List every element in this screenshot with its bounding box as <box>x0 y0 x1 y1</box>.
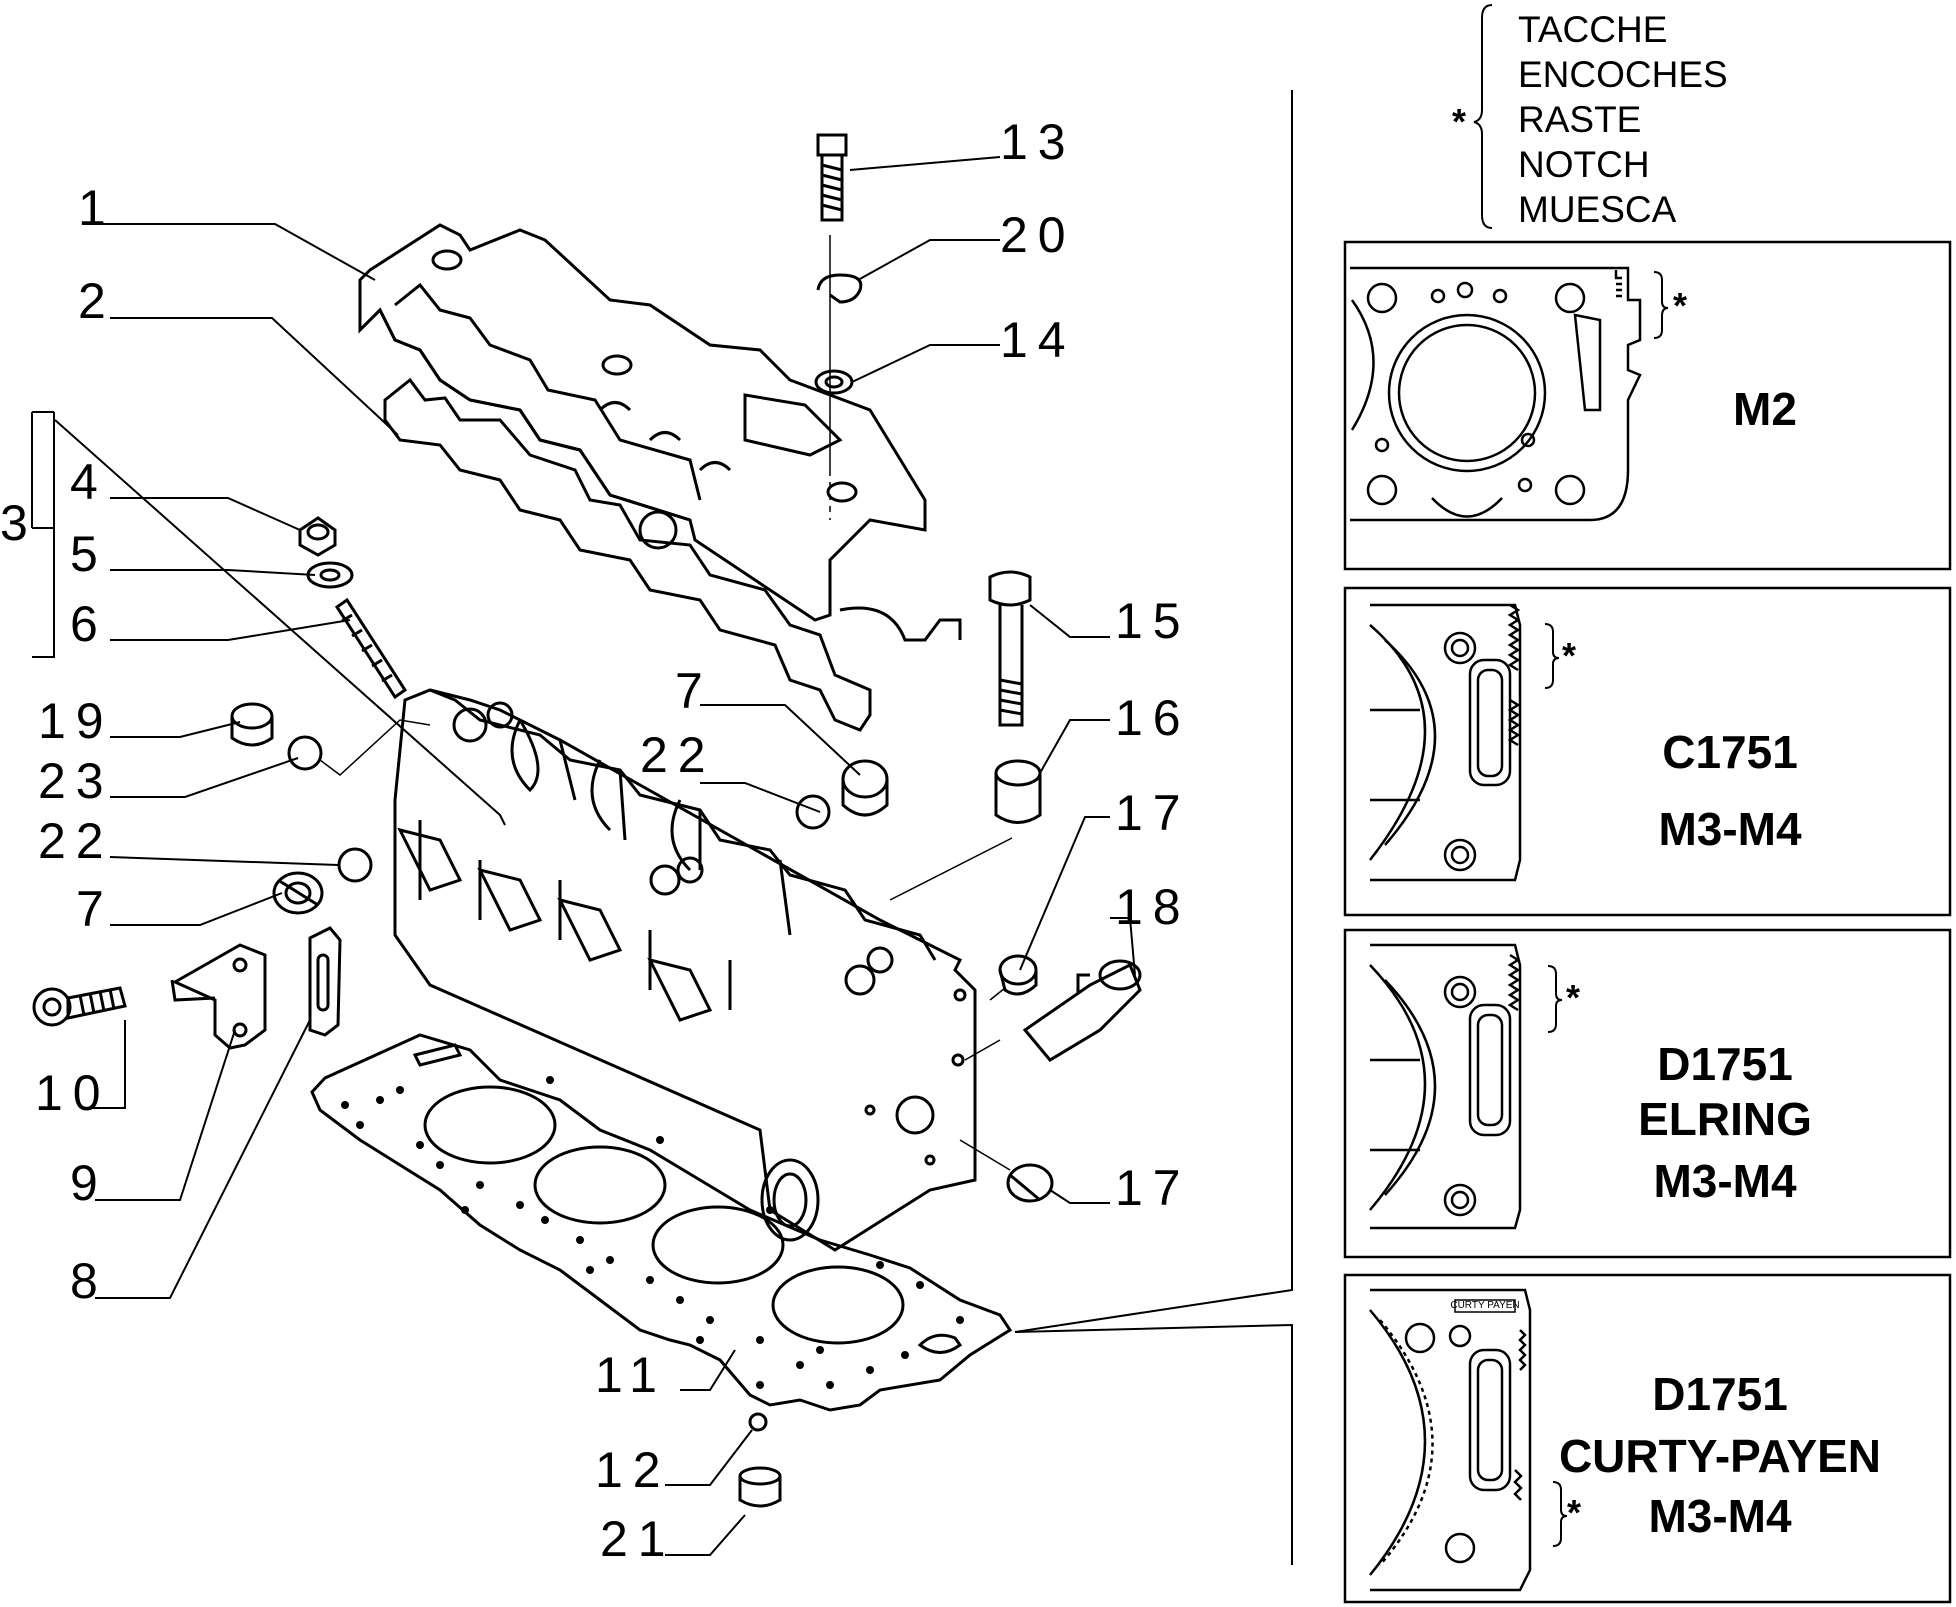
notch-term-de: RASTE <box>1518 99 1641 140</box>
callout-18: 18 <box>1115 879 1191 935</box>
alignment-lines <box>319 235 1013 1171</box>
callout-19: 19 <box>38 693 114 749</box>
panel-curty-label-3: M3-M4 <box>1648 1490 1792 1542</box>
notch-term-es: MUESCA <box>1518 189 1677 230</box>
callout-16: 16 <box>1115 690 1191 746</box>
gasket-outline-curty <box>1369 1288 1532 1592</box>
notch-legend: * TACCHE ENCOCHES RASTE NOTCH MUESCA <box>1452 4 1728 230</box>
callout-8: 8 <box>70 1253 108 1309</box>
callout-6: 6 <box>70 596 108 652</box>
callout-7a: 7 <box>76 881 114 937</box>
gasket-panel-c1751: * C1751 M3-M4 <box>1343 586 1952 917</box>
callout-14: 14 <box>1000 312 1076 368</box>
notch-term-it: TACCHE <box>1518 9 1667 50</box>
callout-10: 10 <box>35 1065 111 1121</box>
gasket-outline-c1751 <box>1369 603 1522 882</box>
callout-12: 12 <box>595 1442 671 1498</box>
gasket-panel-m2: * M2 <box>1343 240 1952 571</box>
callout-21: 21 <box>600 1511 676 1567</box>
cover-gasket <box>383 377 962 732</box>
panel-m2-label: M2 <box>1733 383 1797 435</box>
callout-22a: 22 <box>38 813 114 869</box>
notch-term-fr: ENCOCHES <box>1518 54 1728 95</box>
notch-term-en: NOTCH <box>1518 144 1650 185</box>
callout-labels: 1 2 3 4 5 6 19 23 22 7 10 9 8 11 12 21 1… <box>0 114 1191 1567</box>
curty-payen-stamp: CURTY PAYEN <box>1450 1300 1519 1311</box>
callout-17b: 17 <box>1115 1160 1191 1216</box>
panel-c1751-marker: * <box>1562 635 1576 676</box>
small-parts <box>32 133 1142 1508</box>
callout-4: 4 <box>70 454 108 510</box>
panel-m2-marker: * <box>1673 285 1687 326</box>
cylinder-head <box>393 688 977 1252</box>
gasket-panel-d1751-elring: * D1751 ELRING M3-M4 <box>1343 928 1952 1259</box>
callout-13: 13 <box>1000 114 1076 170</box>
gasket-outline-elring <box>1369 943 1522 1230</box>
callout-15: 15 <box>1115 593 1191 649</box>
callout-7b: 7 <box>675 663 713 719</box>
leader-lines <box>31 156 1136 1556</box>
valve-cover <box>358 223 927 622</box>
panel-curty-marker: * <box>1567 1492 1581 1533</box>
panel-elring-label-2: ELRING <box>1638 1093 1812 1145</box>
callout-1: 1 <box>78 180 116 236</box>
panel-elring-label-3: M3-M4 <box>1653 1155 1797 1207</box>
gasket-panel-d1751-curty-payen: CURTY PAYEN * D1751 CURTY-PAYEN M3-M4 <box>1343 1273 1952 1604</box>
notch-legend-marker: * <box>1452 101 1466 142</box>
variant-divider <box>1014 90 1293 1565</box>
callout-2: 2 <box>78 273 116 329</box>
callout-5: 5 <box>70 526 108 582</box>
callout-17a: 17 <box>1115 785 1191 841</box>
callout-20: 20 <box>1000 207 1076 263</box>
callout-9: 9 <box>70 1155 108 1211</box>
panel-elring-marker: * <box>1566 977 1580 1018</box>
callout-23: 23 <box>38 753 114 809</box>
panel-c1751-label-2: M3-M4 <box>1658 803 1802 855</box>
panel-curty-label-2: CURTY-PAYEN <box>1559 1430 1881 1482</box>
gasket-outline-m2 <box>1350 266 1642 522</box>
callout-3: 3 <box>0 495 38 551</box>
panel-curty-label-1: D1751 <box>1652 1368 1788 1420</box>
panel-c1751-label-1: C1751 <box>1662 726 1798 778</box>
panel-elring-label-1: D1751 <box>1657 1038 1793 1090</box>
callout-22b: 22 <box>640 727 716 783</box>
callout-11: 11 <box>595 1347 667 1403</box>
head-gasket <box>310 1033 1013 1412</box>
